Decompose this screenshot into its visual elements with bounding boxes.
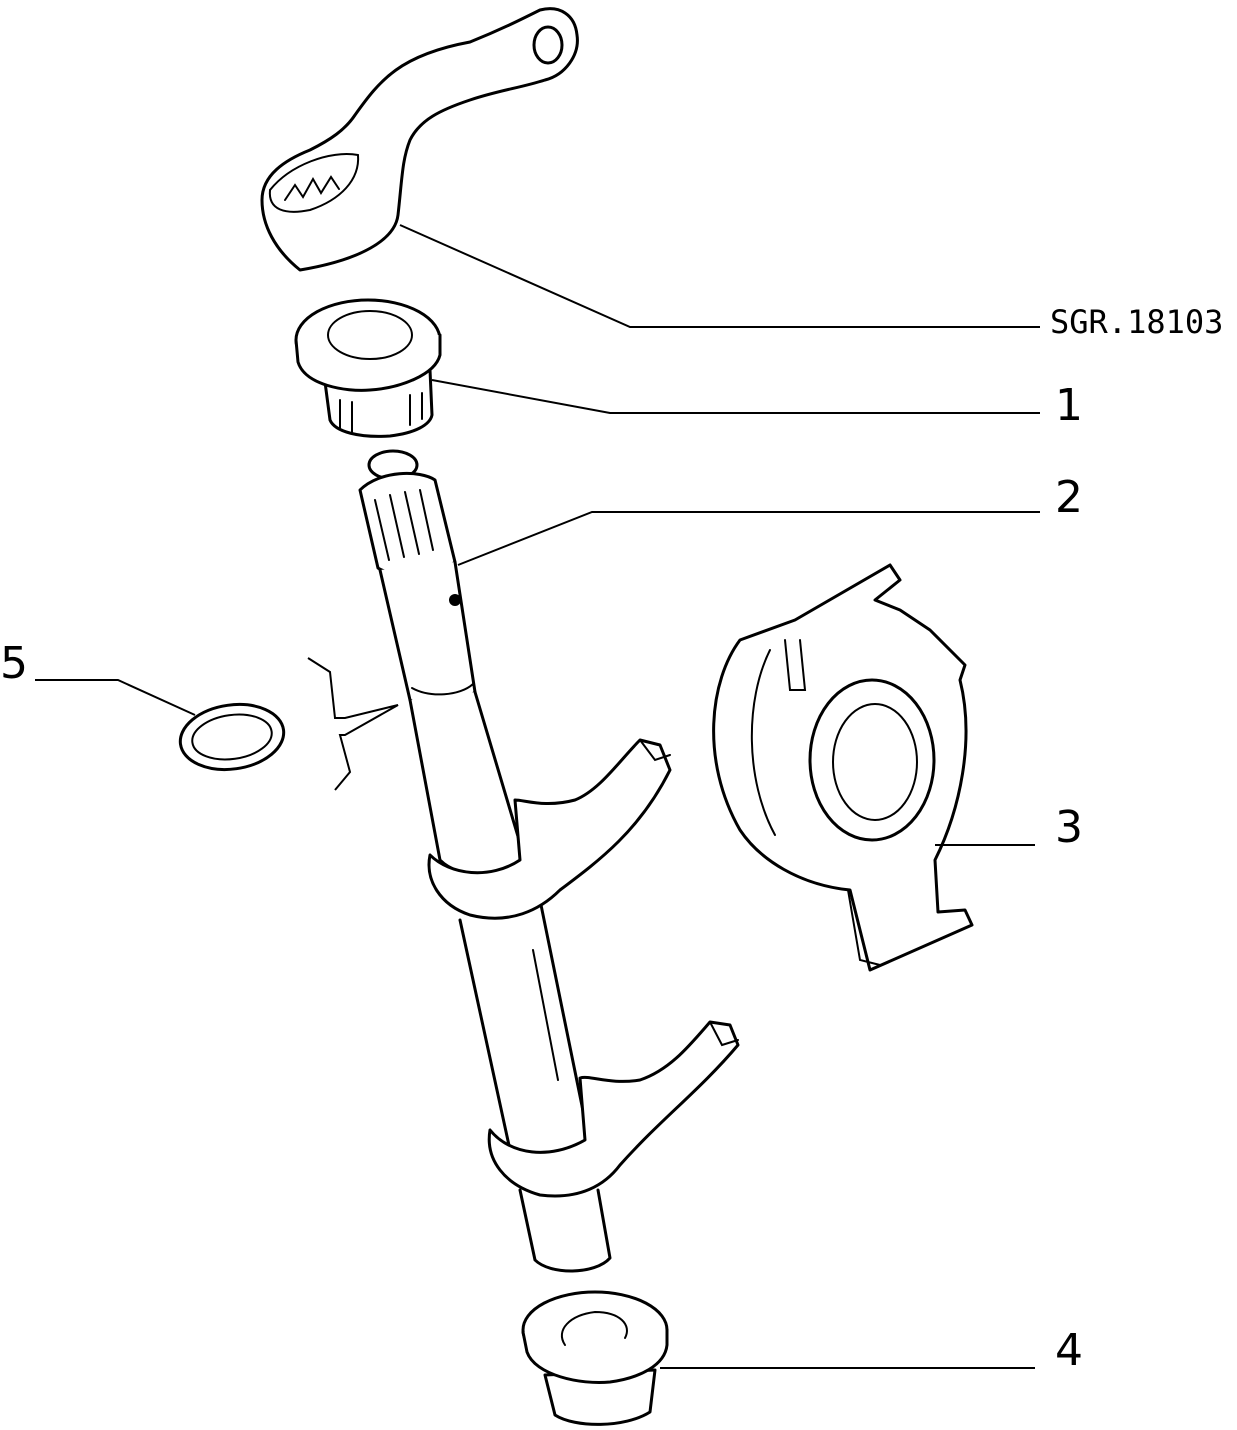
o-ring-part-5 <box>178 702 286 772</box>
release-bearing-part-3 <box>712 563 974 972</box>
selector-lever <box>260 7 579 272</box>
leader-line-1 <box>431 379 1040 414</box>
upper-selector-fork <box>427 738 672 920</box>
reference-code-label: SGR.18103 <box>1050 303 1223 341</box>
callout-label-3: 3 <box>1055 802 1083 853</box>
shift-shaft-part-2 <box>358 449 612 1273</box>
fitting-position-bracket <box>307 657 399 791</box>
callout-label-5: 5 <box>0 638 28 689</box>
leader-line-reference <box>399 224 1040 328</box>
callout-label-2: 2 <box>1055 472 1083 523</box>
leader-line-2 <box>457 511 1040 566</box>
callout-label-1: 1 <box>1055 380 1083 431</box>
callout-label-4: 4 <box>1055 1325 1083 1376</box>
bushing-part-1 <box>294 298 442 438</box>
leader-line-5 <box>35 679 196 716</box>
lower-selector-fork <box>487 1020 740 1198</box>
bushing-part-4 <box>521 1290 669 1426</box>
